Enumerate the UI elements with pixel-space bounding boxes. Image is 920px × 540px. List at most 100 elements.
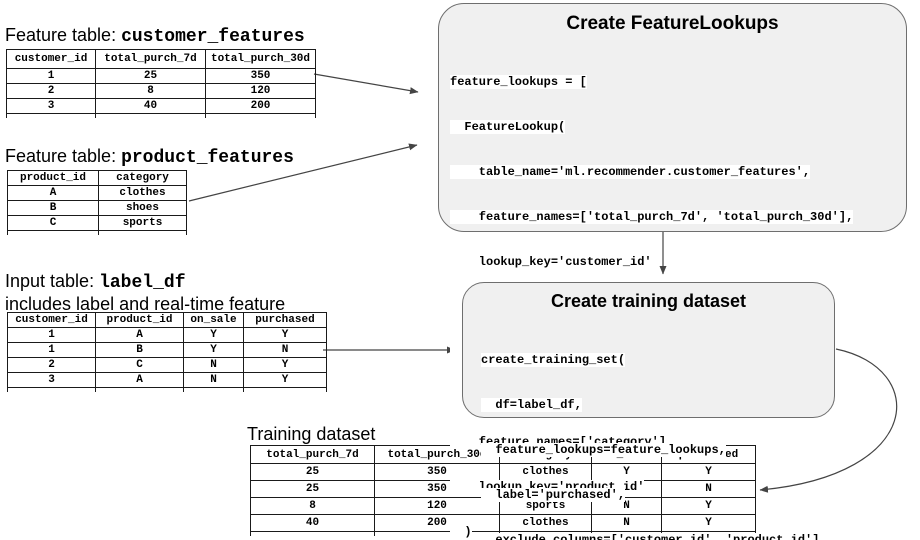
cell: 1	[7, 327, 96, 343]
table-row: 3 A N Y	[7, 372, 327, 388]
cell: 120	[374, 497, 500, 515]
header-cell: total_purch_30d	[374, 445, 500, 464]
box-title: Create FeatureLookups	[566, 13, 779, 34]
cell: 25	[95, 68, 206, 84]
cell: A	[7, 185, 99, 201]
code-line: feature_lookups=feature_lookups,	[481, 443, 726, 457]
cell: B	[95, 342, 184, 358]
cell: shoes	[98, 200, 187, 216]
table-row: 8 120 sports N Y	[250, 497, 756, 515]
cell: 3	[6, 98, 96, 114]
stub-cell	[7, 387, 96, 392]
code-line: create_training_set(	[481, 353, 626, 367]
heading-customer-features: Feature table: customer_features	[5, 25, 305, 48]
table-header-row: customer_id product_id on_sale purchased	[7, 312, 327, 328]
cell: C	[95, 357, 184, 373]
table-row: 1 A Y Y	[7, 327, 327, 343]
cell: 350	[374, 463, 500, 481]
cell: Y	[661, 514, 756, 532]
cell: C	[7, 215, 99, 231]
customer-features-table: customer_id total_purch_7d total_purch_3…	[6, 49, 316, 118]
table-row: A clothes	[7, 185, 187, 201]
stub-cell	[250, 531, 375, 536]
product-features-table: product_id category A clothes B shoes C …	[7, 170, 187, 235]
header-cell: purchased	[243, 312, 327, 328]
heading-prefix: Feature table:	[5, 25, 122, 45]
cell: A	[95, 372, 184, 388]
table-edge-stub	[7, 230, 187, 235]
cell: 25	[250, 480, 375, 498]
header-cell: on_sale	[183, 312, 244, 328]
header-cell: total_purch_30d	[205, 49, 316, 69]
code-line: FeatureLookup(	[450, 120, 566, 134]
cell: N	[243, 342, 327, 358]
cell: 1	[7, 342, 96, 358]
stub-cell	[98, 230, 187, 235]
cell: 120	[205, 83, 316, 99]
stub-cell	[183, 387, 244, 392]
table-edge-stub	[6, 113, 316, 118]
cell: 8	[95, 83, 206, 99]
cell: 8	[250, 497, 375, 515]
create-feature-lookups-box: Create FeatureLookups feature_lookups = …	[438, 3, 907, 539]
heading-training-dataset: Training dataset	[247, 424, 375, 445]
header-cell: product_id	[7, 170, 99, 186]
cell: N	[183, 372, 244, 388]
code-line: lookup_key='customer_id'	[450, 255, 652, 269]
label-df-table: customer_id product_id on_sale purchased…	[7, 312, 327, 392]
table-header-row: customer_id total_purch_7d total_purch_3…	[6, 49, 316, 69]
cell: Y	[183, 327, 244, 343]
create-training-dataset-box: Create training dataset create_training_…	[462, 282, 835, 540]
table-name-text: product_features	[121, 148, 294, 168]
stub-cell	[243, 387, 327, 392]
heading-prefix: Feature table:	[5, 146, 122, 166]
table-row: C sports	[7, 215, 187, 231]
header-cell: customer_id	[7, 312, 96, 328]
code-line: feature_lookups = [	[450, 75, 587, 89]
cell: sports	[98, 215, 187, 231]
cell: A	[95, 327, 184, 343]
cell: 200	[205, 98, 316, 114]
cell: Y	[243, 372, 327, 388]
cell: N	[591, 514, 662, 532]
code-line: table_name='ml.recommender.customer_feat…	[450, 165, 811, 179]
code-line: )	[450, 525, 472, 539]
cell: clothes	[98, 185, 187, 201]
table-row: 1 25 350	[6, 68, 316, 84]
cell: 2	[6, 83, 96, 99]
header-cell: category	[98, 170, 187, 186]
cell: Y	[243, 327, 327, 343]
table-row: 2 8 120	[6, 83, 316, 99]
training-set-code: create_training_set( df=label_df, featur…	[481, 323, 820, 540]
heading-prefix: Input table:	[5, 271, 100, 291]
cell: 350	[205, 68, 316, 84]
table-name-text: label_df	[99, 273, 186, 293]
cell: 40	[95, 98, 206, 114]
heading-line1: Input table: label_df	[5, 271, 285, 294]
stub-cell	[6, 113, 96, 118]
cell: 40	[250, 514, 375, 532]
cell: N	[183, 357, 244, 373]
header-cell: product_id	[95, 312, 184, 328]
arrow-customer-features-to-lookups	[313, 73, 419, 95]
cell: 3	[7, 372, 96, 388]
code-line: df=label_df,	[481, 398, 582, 412]
heading-product-features: Feature table: product_features	[5, 146, 294, 169]
table-edge-stub	[7, 387, 327, 392]
stub-cell	[95, 387, 184, 392]
stub-cell	[205, 113, 316, 118]
table-header-row: product_id category	[7, 170, 187, 186]
box-title: Create training dataset	[550, 291, 747, 311]
table-name-text: customer_features	[121, 27, 305, 47]
cell: Y	[183, 342, 244, 358]
heading-subtitle: includes label and real-time feature	[5, 294, 286, 314]
stub-cell	[7, 230, 99, 235]
header-cell: total_purch_7d	[95, 49, 206, 69]
header-cell: customer_id	[6, 49, 96, 69]
table-row: 1 B Y N	[7, 342, 327, 358]
table-row: 2 C N Y	[7, 357, 327, 373]
heading-label-df: Input table: label_df includes label and…	[5, 271, 285, 315]
table-row: B shoes	[7, 200, 187, 216]
header-cell: total_purch_7d	[250, 445, 375, 464]
